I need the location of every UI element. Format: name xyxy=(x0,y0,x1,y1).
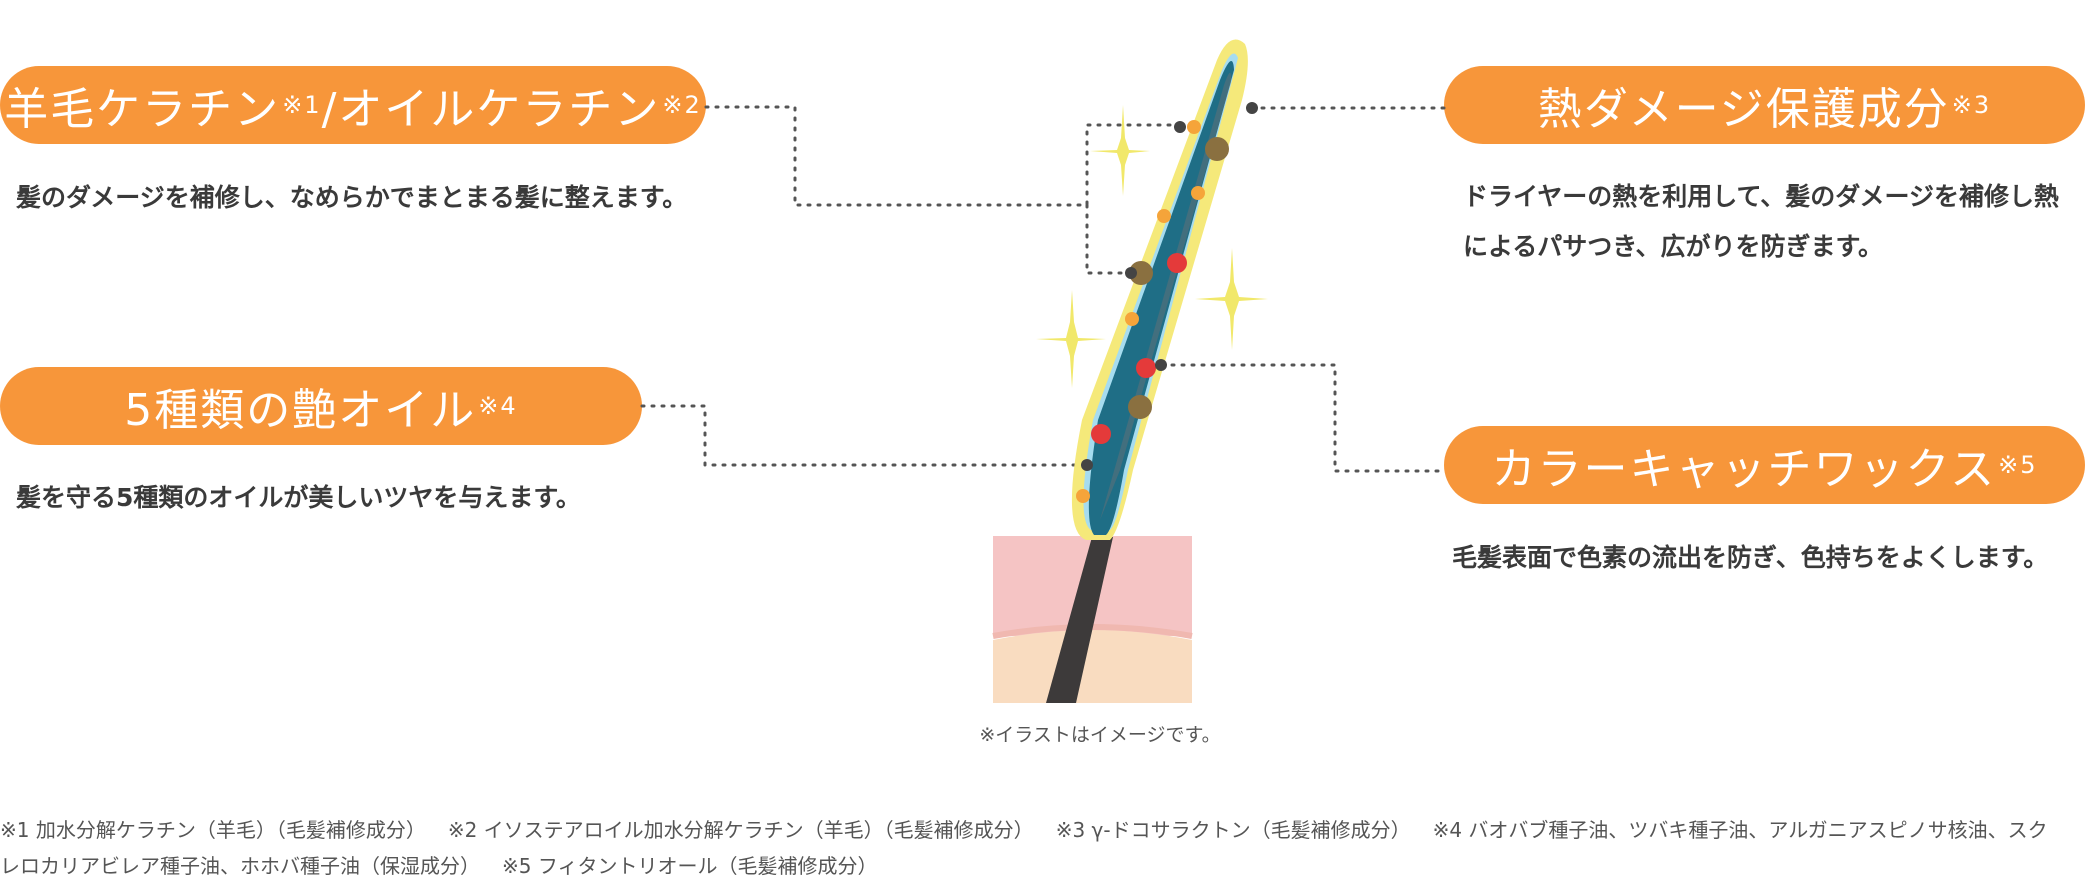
feature-title-text: 5種類の艶オイル xyxy=(124,385,477,436)
dot-olive xyxy=(1205,137,1229,161)
feature-title-text: 熱ダメージ保護成分 xyxy=(1537,84,1950,135)
feature-description-heat-line2: によるパサつき、広がりを防ぎます。 xyxy=(1463,232,1884,261)
connector-color-catch xyxy=(1160,363,1446,473)
feature-title-color-catch: カラーキャッチワックス※5 xyxy=(1444,426,2085,504)
footnote-1: ※1 加水分解ケラチン（羊毛）（毛髪補修成分） xyxy=(0,818,426,842)
dot-red xyxy=(1091,424,1111,444)
connector-oil xyxy=(640,404,1089,467)
footnote-4b: レロカリアビレア種子油、ホホバ種子油（保湿成分） xyxy=(0,854,480,878)
feature-description-keratin: 髪のダメージを補修し、なめらかでまとまる髪に整えます。 xyxy=(16,183,688,212)
illustration-caption: ※イラストはイメージです。 xyxy=(979,724,1221,746)
dot-olive xyxy=(1128,395,1152,419)
dot-red xyxy=(1167,253,1187,273)
dot-dark xyxy=(1246,102,1258,114)
dot-dark xyxy=(1125,267,1137,279)
dot-orange xyxy=(1187,120,1201,134)
feature-description-color-catch: 毛髪表面で色素の流出を防ぎ、色持ちをよくします。 xyxy=(1452,543,2049,572)
feature-description-heat-line1: ドライヤーの熱を利用して、髪のダメージを補修し熱 xyxy=(1463,182,2060,211)
feature-description-oil: 髪を守る5種類のオイルが美しいツヤを与えます。 xyxy=(16,483,581,512)
footnote-5: ※5 フィタントリオール（毛髪補修成分） xyxy=(502,854,878,878)
footnote-ref-2: ※2 xyxy=(662,91,702,119)
ingredient-dots xyxy=(1076,102,1258,503)
dot-dark xyxy=(1155,359,1167,371)
dot-orange xyxy=(1125,312,1139,326)
feature-title-oil: 5種類の艶オイル※4 xyxy=(0,367,642,445)
connector-keratin xyxy=(704,105,1174,275)
footnote-ref: ※5 xyxy=(1998,451,2038,479)
skin-lower xyxy=(993,630,1192,703)
footnote-3: ※3 γ-ドコサラクトン（毛髪補修成分） xyxy=(1055,818,1411,842)
sparkle-icons xyxy=(1036,105,1268,388)
sparkle-icon xyxy=(1090,105,1150,196)
dot-dark xyxy=(1081,459,1093,471)
footnote-ref: ※4 xyxy=(478,392,518,420)
footnote-ref: ※3 xyxy=(1951,91,1992,119)
dot-red xyxy=(1136,358,1156,378)
footnotes: ※1 加水分解ケラチン（羊毛）（毛髪補修成分） ※2 イソステアロイル加水分解ケラ… xyxy=(0,812,2080,884)
footnote-line-2: レロカリアビレア種子油、ホホバ種子油（保湿成分） ※5 フィタントリオール（毛髪補… xyxy=(0,848,2080,884)
feature-title-heat-protection: 熱ダメージ保護成分※3 xyxy=(1444,66,2085,144)
dot-orange xyxy=(1191,186,1205,200)
sparkle-icon xyxy=(1195,248,1268,350)
dot-orange xyxy=(1076,489,1090,503)
connector-lines xyxy=(640,105,1446,473)
footnote-4a: ※4 バオバブ種子油、ツバキ種子油、アルガニアスピノサ核油、スク xyxy=(1432,818,2048,842)
feature-title-text: カラーキャッチワックス xyxy=(1491,444,1997,495)
dot-dark xyxy=(1174,121,1186,133)
footnote-2: ※2 イソステアロイル加水分解ケラチン（羊毛）（毛髪補修成分） xyxy=(447,818,1034,842)
dot-olive xyxy=(1129,261,1153,285)
footnote-ref: ※1 xyxy=(282,91,322,119)
sparkle-icon xyxy=(1036,290,1106,388)
hair-shaft xyxy=(1046,537,1113,703)
feature-title-text: 羊毛ケラチン xyxy=(4,84,281,135)
feature-title-keratin: 羊毛ケラチン※1/オイルケラチン※2 xyxy=(0,66,706,144)
feature-title-text-2: /オイルケラチン xyxy=(321,84,661,135)
dot-orange xyxy=(1157,209,1171,223)
footnote-line-1: ※1 加水分解ケラチン（羊毛）（毛髪補修成分） ※2 イソステアロイル加水分解ケラ… xyxy=(0,812,2080,848)
